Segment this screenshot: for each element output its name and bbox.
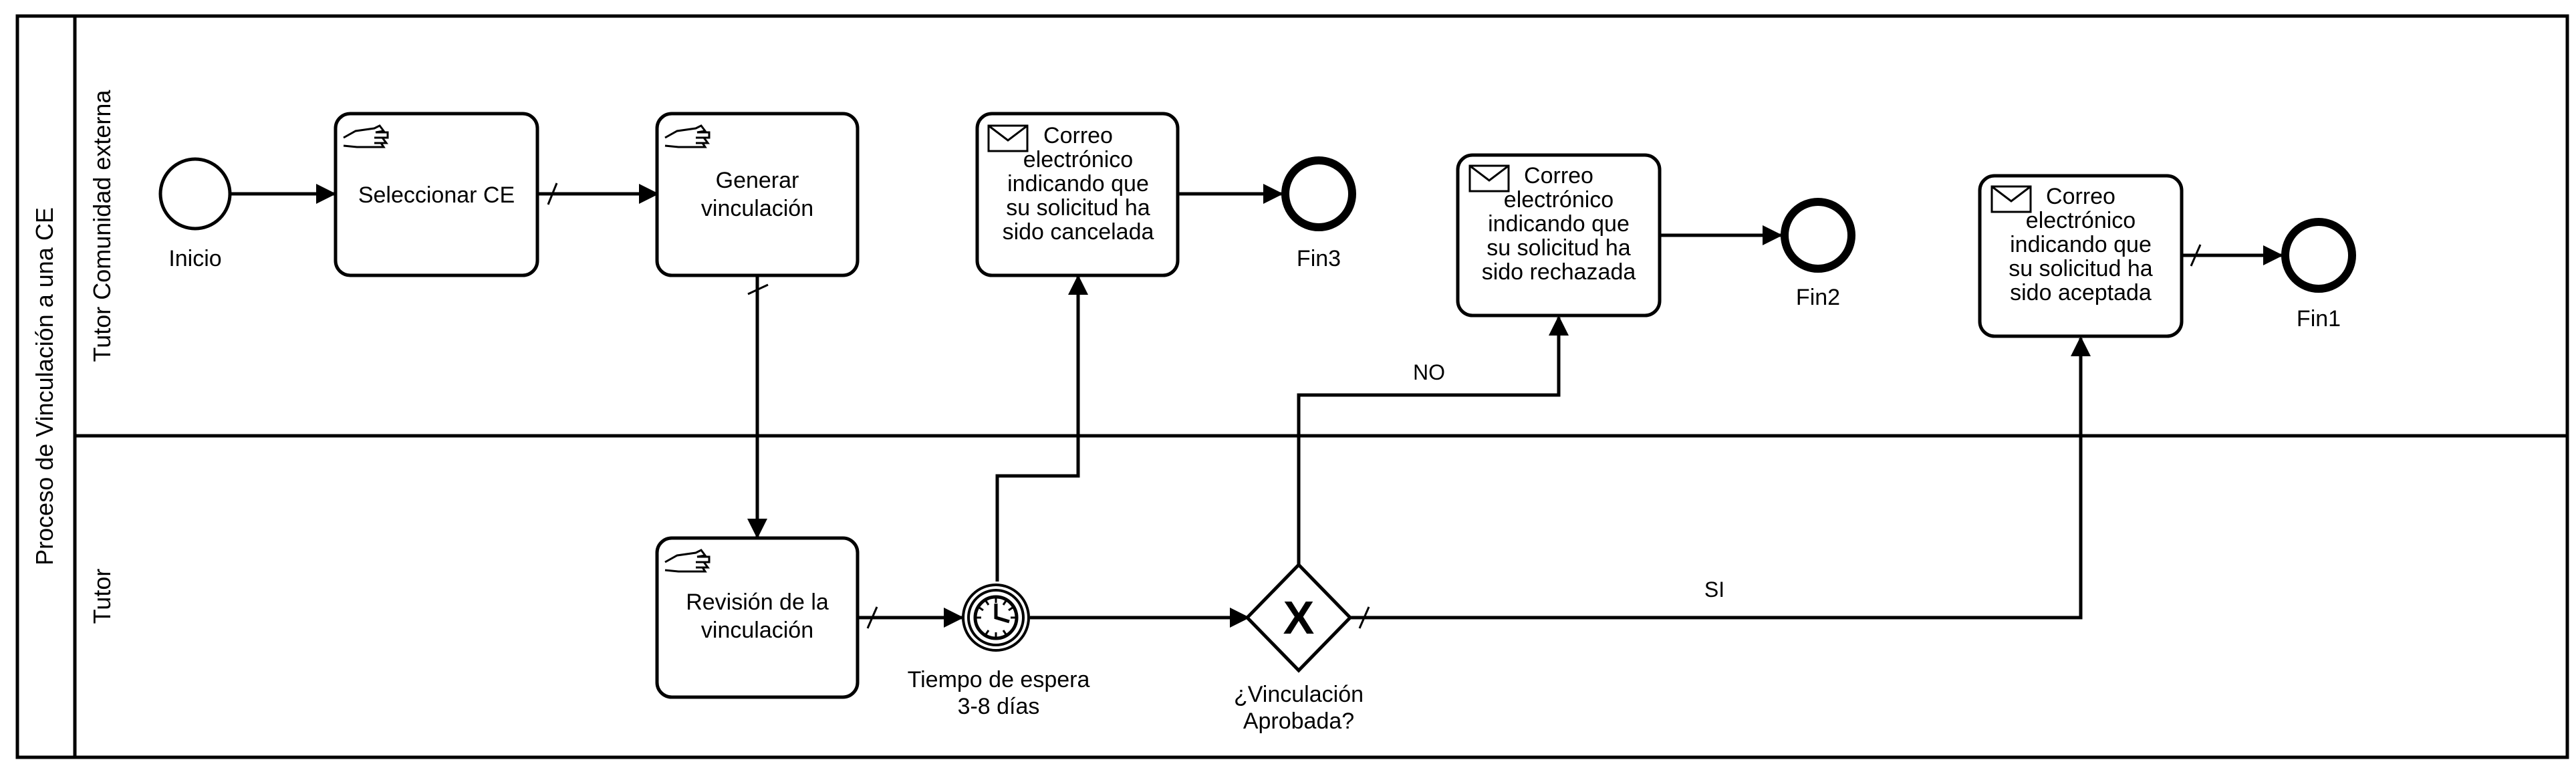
- gateway-label-line2: Aprobada?: [1243, 709, 1354, 734]
- task-cancelada-line1: Correo: [1043, 123, 1113, 148]
- flow-timer-cancelada[interactable]: [995, 275, 1088, 582]
- gateway-label-line1: ¿Vinculación: [1234, 682, 1364, 707]
- flow-gateway-rechazada[interactable]: [1297, 315, 1569, 565]
- task-cancelada-line5: sido cancelada: [1003, 219, 1154, 245]
- task-aceptada-line1: Correo: [2046, 184, 2115, 209]
- task-revision-line1: Revisión de la: [686, 590, 829, 615]
- task-aceptada-line4: su solicitud ha: [2009, 256, 2153, 281]
- event-label-inicio: Inicio: [168, 246, 221, 271]
- exclusive-gateway[interactable]: X: [1245, 562, 1353, 673]
- task-rechazada-line5: sido rechazada: [1482, 259, 1636, 285]
- edge-label-si: SI: [1704, 577, 1724, 602]
- gateway-marker: X: [1283, 592, 1315, 644]
- task-generar-line1: Generar: [716, 168, 799, 193]
- task-cancelada-line2: electrónico: [1023, 147, 1133, 172]
- task-aceptada-line3: indicando que: [2010, 232, 2152, 257]
- hand-icon: [664, 549, 711, 573]
- task-correo-aceptada[interactable]: Correo electrónico indicando que su soli…: [1978, 174, 2184, 338]
- envelope-icon: [1990, 185, 2032, 213]
- edge-label-no: NO: [1413, 360, 1445, 384]
- task-cancelada-line3: indicando que: [1007, 171, 1149, 197]
- task-correo-rechazada[interactable]: Correo electrónico indicando que su soli…: [1456, 153, 1662, 317]
- clock-icon: [973, 595, 1019, 640]
- task-aceptada-line2: electrónico: [2026, 208, 2136, 233]
- default-flow-marks: [547, 182, 2202, 629]
- lane-label-tutor: Tutor: [88, 569, 116, 624]
- task-revision-line2: vinculación: [701, 618, 813, 643]
- sequence-flows: [230, 184, 2283, 628]
- task-generar-line2: vinculación: [701, 196, 813, 221]
- task-correo-cancelada[interactable]: Correo electrónico indicando que su soli…: [975, 112, 1180, 277]
- hand-icon: [664, 124, 711, 148]
- task-rechazada-line1: Correo: [1524, 163, 1593, 188]
- end-event-fin2[interactable]: [1781, 198, 1855, 273]
- task-generar-vinculacion[interactable]: Generar vinculación: [655, 112, 860, 277]
- start-event-inicio[interactable]: [158, 157, 232, 231]
- end-event-fin1[interactable]: [2281, 218, 2356, 293]
- task-rechazada-line3: indicando que: [1488, 211, 1630, 237]
- task-seleccionar-line1: Seleccionar CE: [358, 182, 515, 208]
- lane-label-tutor-ce: Tutor Comunidad externa: [88, 90, 116, 362]
- task-rechazada-line2: electrónico: [1504, 187, 1614, 213]
- timer-label-line1: Tiempo de espera: [908, 667, 1090, 692]
- task-rechazada-line4: su solicitud ha: [1487, 235, 1631, 261]
- pool-label: Proceso de Vinculación a una CE: [31, 207, 58, 565]
- task-revision-vinculacion[interactable]: Revisión de la vinculación: [655, 536, 860, 699]
- envelope-icon: [1468, 164, 1510, 192]
- end-event-fin3[interactable]: [1281, 156, 1356, 231]
- pool: Proceso de Vinculación a una CE Tutor Co…: [15, 14, 2569, 759]
- event-label-fin1: Fin1: [2297, 306, 2341, 332]
- event-label-fin3: Fin3: [1297, 246, 1341, 271]
- task-cancelada-line4: su solicitud ha: [1006, 195, 1150, 221]
- task-seleccionar-ce[interactable]: Seleccionar CE: [334, 112, 539, 277]
- hand-icon: [343, 124, 389, 148]
- timer-event[interactable]: [962, 584, 1030, 652]
- task-aceptada-line5: sido aceptada: [2010, 280, 2152, 305]
- flow-gateway-aceptada[interactable]: [1350, 336, 2091, 620]
- timer-label-line2: 3-8 días: [958, 694, 1040, 719]
- envelope-icon: [987, 124, 1029, 152]
- event-label-fin2: Fin2: [1796, 285, 1840, 310]
